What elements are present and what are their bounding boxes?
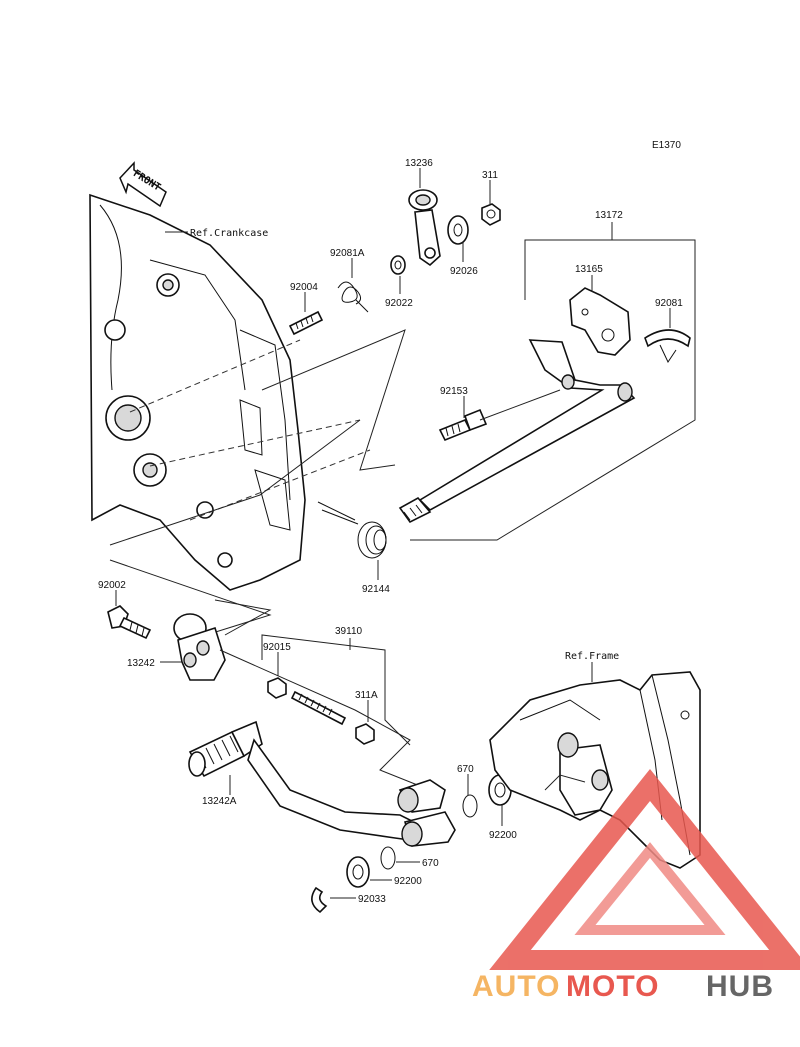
label-13165: 13165 (575, 264, 603, 275)
part-92015-nut (267, 677, 287, 699)
label-92004: 92004 (290, 282, 318, 293)
front-arrow-icon: FRONT (119, 161, 167, 208)
ref-frame-label: Ref.Frame (565, 651, 619, 662)
part-shift-shaft (398, 339, 636, 524)
label-92022: 92022 (385, 298, 413, 309)
label-13172: 13172 (595, 210, 623, 221)
part-670-oring-b (380, 846, 396, 870)
part-311A-nut (355, 723, 375, 745)
part-13242-clamp (173, 613, 226, 681)
part-92081A-spring (337, 281, 369, 313)
part-670-oring-a (462, 794, 478, 818)
part-92144-spring (317, 501, 387, 559)
part-92002-bolt (107, 605, 152, 640)
ref-crankcase-label: Ref.Crankcase (190, 228, 268, 239)
part-rod (290, 690, 347, 726)
label-39110: 39110 (335, 626, 363, 637)
frame-illustration (489, 671, 701, 869)
label-92033: 92033 (358, 894, 386, 905)
watermark-logo-icon (489, 768, 800, 970)
label-92081: 92081 (655, 298, 683, 309)
label-92081A: 92081A (330, 248, 365, 259)
label-670-b: 670 (422, 858, 439, 869)
label-92015: 92015 (263, 642, 291, 653)
watermark-part-hub: HUB (706, 970, 774, 1003)
part-92022-washer (390, 255, 406, 275)
label-92144: 92144 (362, 584, 390, 595)
label-13242A: 13242A (202, 796, 237, 807)
label-311: 311 (482, 170, 498, 181)
part-13242A-shift-pedal (188, 720, 456, 847)
label-92200-b: 92200 (394, 876, 422, 887)
part-13165-plate (569, 287, 631, 356)
label-92153: 92153 (440, 386, 468, 397)
label-92002: 92002 (98, 580, 126, 591)
crankcase-illustration (89, 193, 306, 591)
label-13242: 13242 (127, 658, 155, 669)
label-92200-a: 92200 (489, 830, 517, 841)
part-311-nut (481, 203, 501, 226)
part-92200-washer-b (346, 856, 370, 888)
label-670-a: 670 (457, 764, 474, 775)
part-92033-clip (311, 886, 328, 914)
part-13236-roller (408, 189, 441, 267)
part-92081-clip (644, 329, 691, 364)
watermark-text: AUTO MOTO HUB (472, 970, 774, 1003)
watermark-part-moto: MOTO (566, 970, 659, 1003)
label-13236: 13236 (405, 158, 433, 169)
part-92004-stud (288, 310, 324, 336)
label-92026: 92026 (450, 266, 478, 277)
label-311A: 311A (355, 690, 378, 701)
watermark-part-auto: AUTO (472, 970, 560, 1003)
part-92153-bolt (438, 408, 488, 442)
part-92026-washer (447, 215, 469, 245)
diagram-code: E1370 (652, 140, 681, 151)
